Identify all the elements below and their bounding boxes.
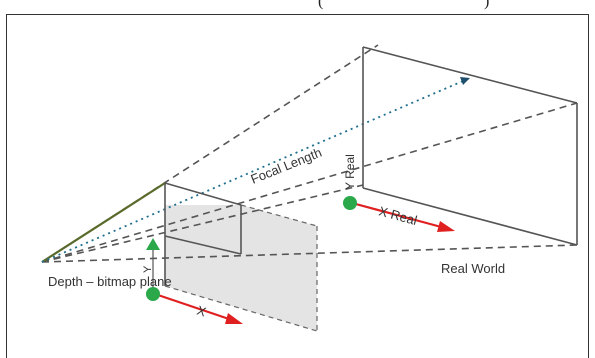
bitmap-plane-edge-top	[240, 204, 318, 227]
caption-fragment-left: (	[318, 0, 324, 10]
x-real-arrowhead	[437, 221, 455, 232]
x-real-label: X Real	[377, 203, 419, 228]
caption-fragment: ( )	[0, 0, 595, 16]
real-world-top	[362, 46, 578, 104]
near-frame-bottom	[164, 235, 242, 255]
ray-lower-right	[41, 244, 578, 263]
y-label: Y	[142, 265, 154, 273]
y-real-label: Y Real	[343, 154, 357, 190]
near-frame-top	[164, 182, 242, 206]
x-arrowhead	[225, 313, 243, 324]
ray-solid	[41, 182, 166, 263]
x-real-axis	[351, 201, 446, 230]
real-world-bottom	[362, 187, 578, 246]
depth-plane-label: Depth – bitmap plane	[48, 274, 172, 289]
ray-upper-right	[41, 102, 578, 263]
real-origin-dot	[343, 196, 357, 210]
x-axis	[154, 292, 233, 322]
y-arrowhead	[146, 238, 160, 250]
real-world-label: Real World	[441, 261, 505, 276]
bitmap-plane	[165, 205, 317, 331]
caption-fragment-right: )	[484, 0, 490, 10]
focal-length-label: Focal Length	[249, 145, 324, 187]
bitmap-origin-dot	[146, 287, 160, 301]
ray-dotted-arrowhead	[460, 77, 470, 85]
